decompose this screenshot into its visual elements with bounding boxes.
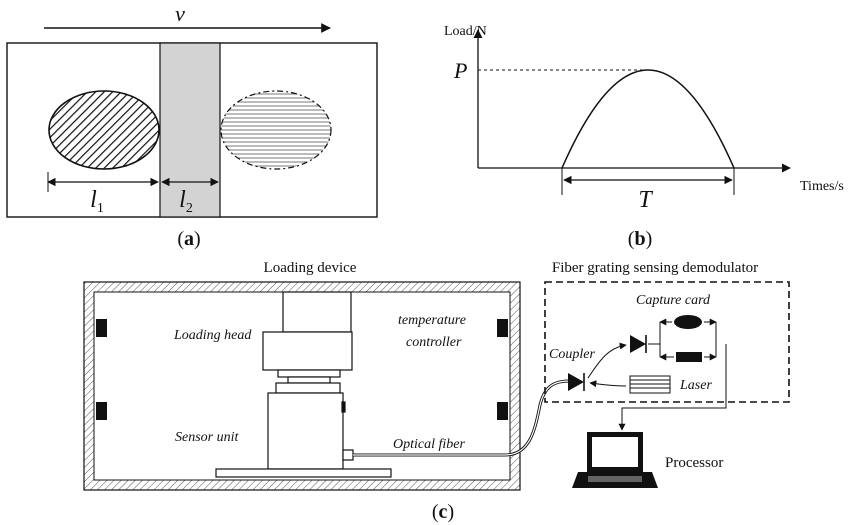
period-symbol: T [638,187,653,213]
caption-b: (b) [628,228,652,250]
caption-a: (a) [177,228,200,250]
processor-label: Processor [665,455,723,471]
tire-footprint-solid [48,90,160,170]
photodiode-upper [630,335,646,353]
controller-label: controller [406,335,462,350]
y-axis-label: Load/N [444,24,487,39]
laser-label: Laser [679,378,712,393]
panel-c: Loading device Fiber grating sensing dem… [83,260,790,523]
loading-head [262,291,353,384]
demodulator-box [544,281,790,403]
temp-block-left-top [96,319,107,337]
demodulator-title: Fiber grating sensing demodulator [552,260,758,276]
peak-symbol: P [453,58,467,83]
temp-block-right-top [497,319,508,337]
contact-band [159,42,221,218]
loading-device-title: Loading device [264,260,357,276]
temp-block-left-bottom [96,402,107,420]
demodulator-to-processor [618,344,727,431]
temperature-label: temperature [398,313,466,328]
sensor-unit [215,382,392,478]
caption-c: (c) [432,501,454,523]
load-curve [561,69,735,169]
x-axis-label: Times/s [800,179,844,194]
temp-block-right-bottom [497,402,508,420]
coupler-diode [568,373,584,391]
dim-l1-label: l1 [90,187,104,216]
coupler-to-upper-diode [587,342,627,379]
velocity-symbol: v [175,1,185,26]
loading-head-label: Loading head [173,328,252,343]
capture-card-rect [676,352,702,362]
panel-b: Load/N Times/s P T (b) [444,24,844,250]
laser-to-coupler [589,380,627,388]
tire-footprint-dashed [220,90,332,170]
sensor-unit-label: Sensor unit [175,430,240,445]
panel-a: v l1 l2 (a) [6,1,378,250]
optical-fiber-label: Optical fiber [393,437,465,452]
capture-card-oval [674,315,702,329]
capture-card-label: Capture card [636,293,711,308]
coupler-label: Coupler [549,347,595,362]
processor-laptop-icon [572,432,658,488]
dim-l2-label: l2 [179,187,193,216]
laser-source [629,375,671,394]
